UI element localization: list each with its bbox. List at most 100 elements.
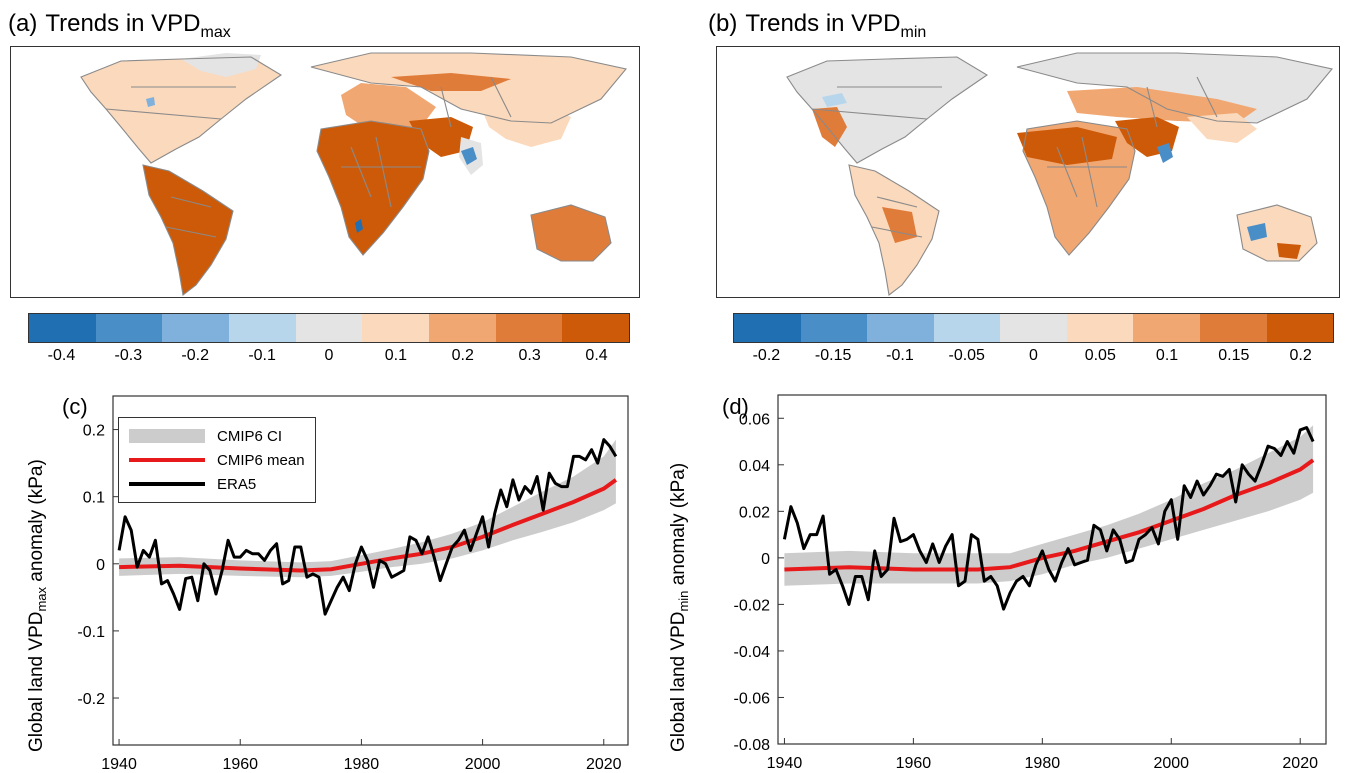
colorbar-a-tick-label: -0.4 xyxy=(47,347,76,364)
legend-era5-label: ERA5 xyxy=(217,475,257,493)
legend-item-mean: CMIP6 mean xyxy=(129,448,305,472)
colorbar-a-tick-label: 0.2 xyxy=(451,347,474,364)
chart-c-x-tick-label: 1940 xyxy=(101,756,137,773)
colorbar-a-tick-label: 0.3 xyxy=(518,347,541,364)
chart-d-x-tick-label: 2000 xyxy=(1153,755,1189,772)
colorbar-a-tick-label: -0.2 xyxy=(181,347,210,364)
colorbar-b-color-cell xyxy=(1266,314,1334,342)
chart-d-axes-frame xyxy=(777,394,1327,745)
panel-b-label: (b) xyxy=(708,10,738,37)
chart-c-y-tick-label: 0 xyxy=(96,557,105,574)
chart-c-x-tick-label: 2020 xyxy=(586,756,622,773)
colorbar-b-color-cell xyxy=(1066,314,1134,342)
colorbar-b-color-cell xyxy=(1133,314,1200,342)
colorbar-b-color-cell xyxy=(1199,314,1267,342)
chart-c-x-tick-label: 1980 xyxy=(344,756,380,773)
colorbar-b-tick-label: 0.1 xyxy=(1155,347,1179,364)
vpd-min-trend-map xyxy=(716,46,1340,298)
chart-d-era5-line xyxy=(782,426,1315,611)
panel-b-title-main: Trends in VPD xyxy=(745,10,901,37)
vpd-max-map-svg xyxy=(80,52,628,296)
chart-c-y-tick-label: 0.2 xyxy=(83,423,105,440)
chart-c-axes-frame xyxy=(112,395,629,746)
chart-d-y-tick-label: 0.04 xyxy=(739,458,770,475)
panel-a-label: (a) xyxy=(8,10,38,37)
colorbar-b-color-cell xyxy=(1000,314,1067,342)
chart-d-ci-band xyxy=(784,425,1314,586)
vpd-max-trend-map xyxy=(10,46,640,298)
colorbar-a-color-cell xyxy=(362,314,430,342)
colorbar-a-color-cell xyxy=(29,314,96,342)
chart-d-x-tick-label: 2020 xyxy=(1282,755,1318,772)
colorbar-a-color-cell xyxy=(295,314,363,342)
chart-c-x-tick-label: 1960 xyxy=(222,756,258,773)
colorbar-b-color-cell xyxy=(933,314,1001,342)
colorbar-a-color-cell xyxy=(495,314,563,342)
legend-item-ci: CMIP6 CI xyxy=(129,424,305,448)
colorbar-a-ticks: -0.4 -0.3 -0.2 -0.1 0 0.1 0.2 0.3 0.4 xyxy=(28,347,630,373)
panel-a-title: (a) Trends in VPDmax xyxy=(8,10,231,47)
chart-d-y-tick-label: 0.06 xyxy=(739,411,770,428)
colorbar-b-tick-label: -0.2 xyxy=(752,347,781,364)
legend-item-era5: ERA5 xyxy=(129,472,305,496)
legend-mean-line xyxy=(129,458,205,462)
colorbar-a-color-cell xyxy=(562,314,630,342)
panel-d-label: (d) xyxy=(722,394,749,419)
colorbar-b-tick-label: 0.05 xyxy=(1084,347,1116,364)
chart-d-y-tick-label: 0.02 xyxy=(739,504,770,521)
chart-c-era5-line xyxy=(117,438,618,616)
chart-legend: CMIP6 CI CMIP6 mean ERA5 xyxy=(118,417,316,503)
map-a-land-base xyxy=(81,53,626,295)
colorbar-b-color-cell xyxy=(800,314,868,342)
map-b-borders xyxy=(786,52,1334,296)
chart-d-y-tick-label: -0.04 xyxy=(734,644,771,661)
map-b-land-base xyxy=(787,53,1332,295)
map-b-blue-patches xyxy=(822,93,1267,241)
colorbar-b-tick-label: 0.15 xyxy=(1218,347,1250,364)
legend-era5-line xyxy=(129,482,205,486)
chart-d-y-tick-label: -0.02 xyxy=(734,597,771,614)
vpd-min-map-svg xyxy=(786,52,1334,296)
colorbar-b-tick-label: -0.05 xyxy=(948,347,985,364)
map-a-borders xyxy=(80,52,628,296)
panel-c-label: (c) xyxy=(62,394,88,419)
colorbar-b-tick-label: -0.1 xyxy=(886,347,914,364)
colorbar-b-color-cell xyxy=(734,314,801,342)
colorbar-b-tick-label: 0.2 xyxy=(1289,347,1312,364)
chart-c-y-tick-label: 0.1 xyxy=(83,490,105,507)
colorbar-b-tick-label: -0.15 xyxy=(814,347,852,364)
panel-b-title-sub: min xyxy=(900,24,927,41)
colorbar-vpd-min: -0.2 -0.15 -0.1 -0.05 0 0.05 0.1 0.15 0.2 xyxy=(733,313,1334,373)
colorbar-a-color-cell xyxy=(429,314,496,342)
legend-ci-label: CMIP6 CI xyxy=(217,427,283,445)
panel-a-title-main: Trends in VPD xyxy=(45,10,201,37)
colorbar-a-color-cell xyxy=(95,314,163,342)
map-a-blue-patches xyxy=(146,97,477,233)
colorbar-b-ticks: -0.2 -0.15 -0.1 -0.05 0 0.05 0.1 0.15 0.2 xyxy=(733,347,1334,373)
colorbar-a-tick-label: 0.1 xyxy=(384,347,407,364)
colorbar-a-color-cell xyxy=(162,314,230,342)
colorbar-a-tick-label: -0.1 xyxy=(248,347,276,364)
chart-d-y-tick-label: 0 xyxy=(761,551,770,568)
colorbar-b-color-cell xyxy=(867,314,934,342)
colorbar-a-tick-label: 0.4 xyxy=(585,347,608,364)
legend-ci-swatch xyxy=(129,429,205,443)
chart-d-y-tick-label: -0.06 xyxy=(734,690,771,707)
colorbar-a-tick-label: 0 xyxy=(324,347,334,364)
chart-c-ci-band xyxy=(119,439,616,578)
chart-c-y-tick-label: -0.1 xyxy=(77,624,105,641)
panel-a-title-sub: max xyxy=(200,24,231,41)
chart-d-x-tick-label: 1960 xyxy=(896,755,932,772)
colorbar-b-cells xyxy=(733,313,1334,343)
chart-d-x-tick-label: 1980 xyxy=(1025,755,1061,772)
chart-c-x-tick-label: 2000 xyxy=(465,756,501,773)
colorbar-a-tick-label: -0.3 xyxy=(114,347,143,364)
colorbar-b-tick-label: 0 xyxy=(1029,347,1038,364)
panel-b-title: (b) Trends in VPDmin xyxy=(708,10,926,47)
chart-d-cmip6-mean-line xyxy=(784,458,1315,572)
colorbar-a-color-cell xyxy=(229,314,296,342)
